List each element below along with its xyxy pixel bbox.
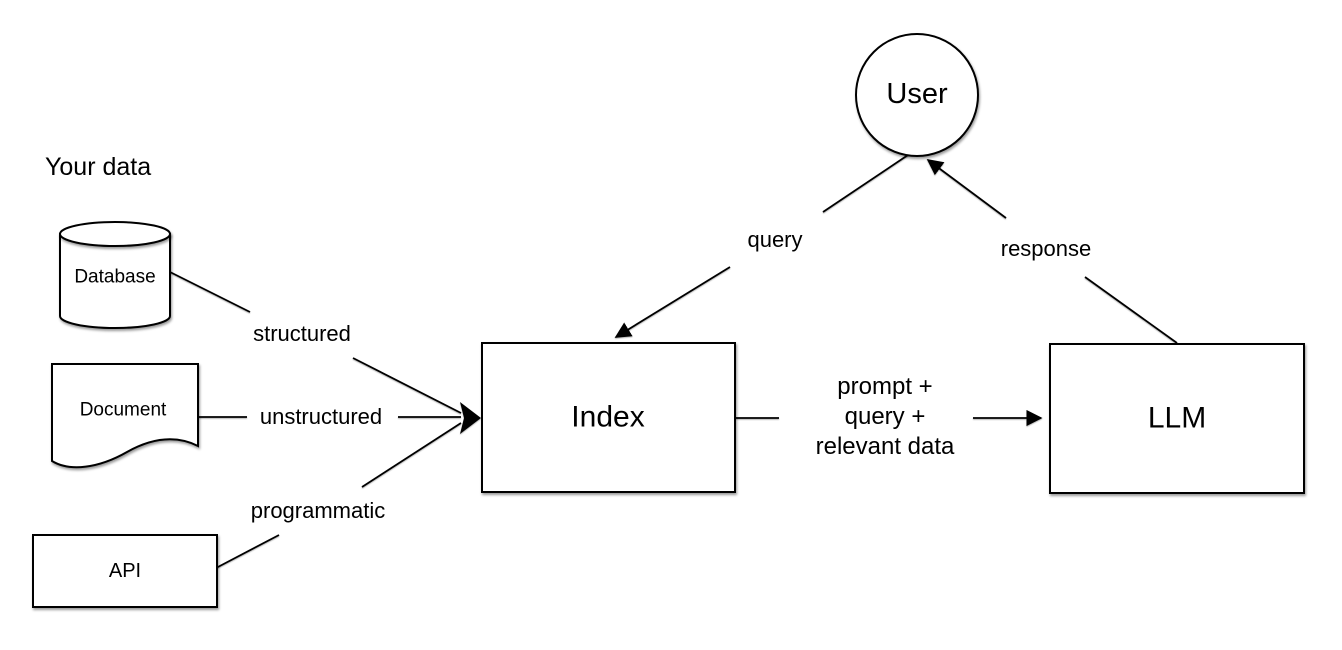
database-cylinder-top-shape bbox=[59, 221, 171, 247]
edge-unstructured-label: unstructured bbox=[259, 403, 383, 429]
edge-query-label: query bbox=[747, 226, 803, 252]
edge-query-line-from-user bbox=[822, 152, 912, 213]
converging-arrowhead-icon bbox=[460, 402, 481, 434]
edge-prompt-label-line-2: query + bbox=[844, 403, 926, 430]
database-cylinder-body-shape bbox=[59, 233, 171, 329]
llm-node-label: LLM bbox=[1147, 401, 1207, 435]
document-node-label: Document bbox=[79, 399, 167, 421]
edge-response-arrow-to-user bbox=[926, 159, 1007, 219]
llm-rectangle-shape bbox=[1049, 343, 1305, 494]
edge-structured-label: structured bbox=[253, 320, 351, 346]
user-node-label: User bbox=[886, 78, 948, 111]
edge-prompt-label: prompt + query + relevant data bbox=[816, 372, 955, 462]
edge-structured-line-from-database bbox=[169, 271, 251, 313]
edge-structured-line-to-index bbox=[352, 357, 462, 414]
edge-query-arrow-to-index bbox=[614, 266, 731, 338]
edge-programmatic-line-from-api bbox=[215, 534, 280, 569]
api-rectangle-shape bbox=[32, 534, 218, 608]
document-shape bbox=[51, 363, 199, 469]
edge-prompt-label-line-1: prompt + bbox=[837, 373, 933, 400]
user-circle-shape bbox=[855, 33, 979, 157]
index-node-label: Index bbox=[571, 400, 645, 434]
index-rectangle-shape bbox=[481, 342, 736, 493]
your-data-section-label: Your data bbox=[45, 153, 152, 181]
database-node-label: Database bbox=[74, 266, 156, 288]
edge-response-label: response bbox=[1000, 235, 1092, 261]
api-node-label: API bbox=[108, 560, 142, 582]
edge-prompt-label-line-3: relevant data bbox=[815, 433, 955, 460]
edge-programmatic-label: programmatic bbox=[250, 497, 386, 523]
edge-response-line-from-llm bbox=[1084, 276, 1178, 344]
edge-programmatic-line-to-index bbox=[361, 422, 462, 488]
